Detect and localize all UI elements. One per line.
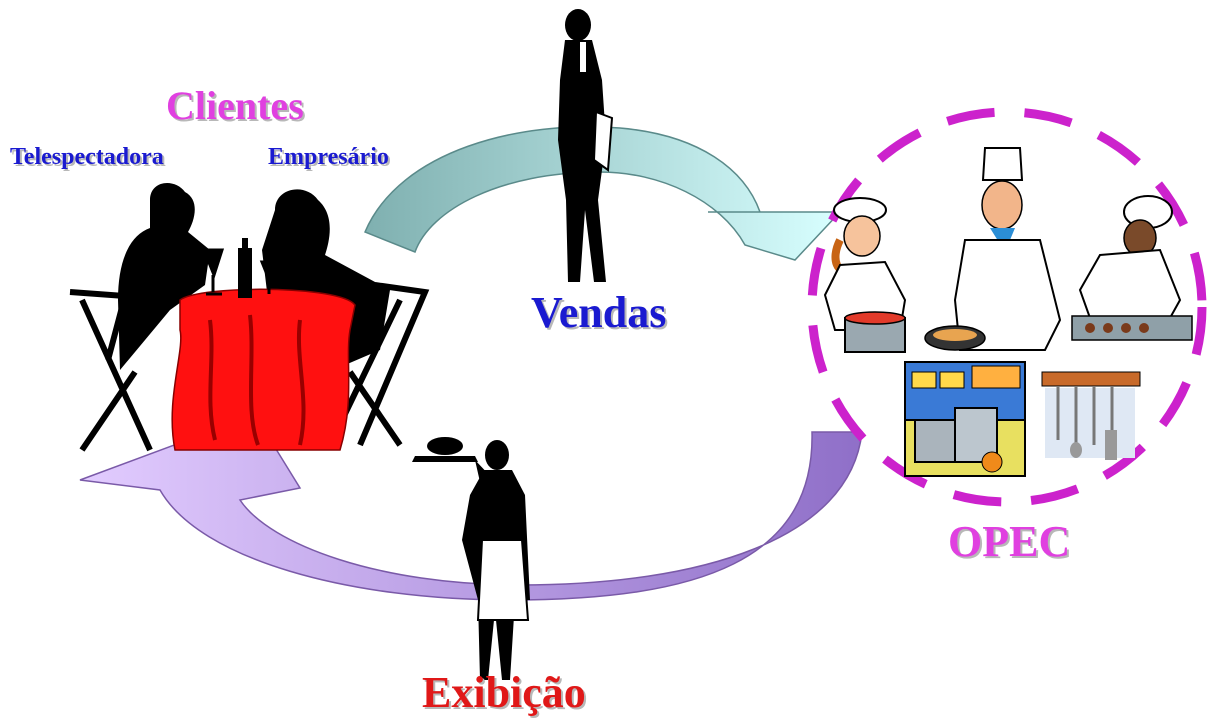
waiter-with-towel-illustration [558, 9, 614, 282]
opec-label: OPEC [948, 517, 1071, 566]
opec-dashed-circle [807, 107, 1207, 507]
clientes-label: Clientes [166, 83, 304, 128]
vendas-arrow [364, 126, 842, 261]
exibicao-arrow [79, 414, 863, 601]
empresario-label: Empresário [268, 144, 389, 170]
kitchen-staff-illustration [823, 147, 1193, 477]
exibicao-label: Exibição [422, 668, 586, 717]
vendas-label: Vendas [531, 288, 667, 337]
diners-at-table-illustration [69, 182, 430, 452]
waiter-with-tray-illustration [412, 437, 530, 680]
telespectadora-label: Telespectadora [10, 144, 164, 170]
